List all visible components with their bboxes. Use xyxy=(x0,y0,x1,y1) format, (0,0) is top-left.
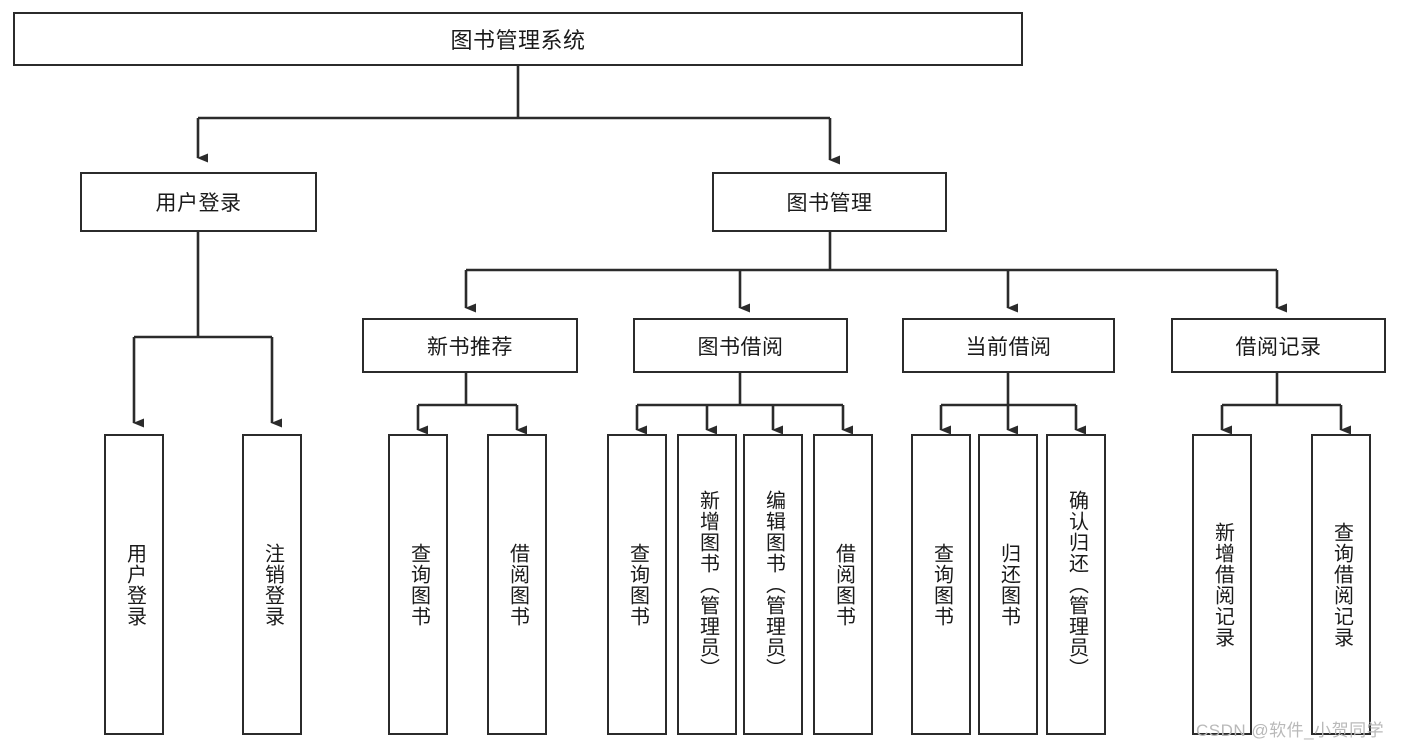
leaf-label: 确认归还（管理员） xyxy=(1065,490,1088,679)
leaf-record-query[interactable]: 查询借阅记录 xyxy=(1311,434,1371,735)
node-new-book-recommend-label: 新书推荐 xyxy=(427,335,513,359)
leaf-label: 查询图书 xyxy=(930,542,953,627)
node-book-borrow[interactable]: 图书借阅 xyxy=(633,318,848,373)
leaf-label: 借阅图书 xyxy=(506,542,529,627)
leaf-current-return-book[interactable]: 归还图书 xyxy=(978,434,1038,735)
leaf-user-login-login[interactable]: 用户登录 xyxy=(104,434,164,735)
node-book-manage-label: 图书管理 xyxy=(786,192,873,215)
leaf-user-login-logout[interactable]: 注销登录 xyxy=(242,434,302,735)
leaf-borrow-query-book[interactable]: 查询图书 xyxy=(607,434,667,735)
leaf-current-query-book[interactable]: 查询图书 xyxy=(911,434,971,735)
leaf-label: 新增图书（管理员） xyxy=(696,490,719,679)
csdn-watermark: CSDN @软件_小贺同学 xyxy=(1196,721,1385,740)
leaf-borrow-add-book[interactable]: 新增图书（管理员） xyxy=(677,434,737,735)
node-root-label: 图书管理系统 xyxy=(450,28,586,53)
node-book-borrow-label: 图书借阅 xyxy=(697,335,784,359)
node-new-book-recommend[interactable]: 新书推荐 xyxy=(362,318,578,373)
leaf-label: 编辑图书（管理员） xyxy=(762,490,785,679)
node-borrow-record-label: 借阅记录 xyxy=(1235,335,1322,359)
leaf-label: 归还图书 xyxy=(997,542,1020,627)
leaf-current-confirm-return[interactable]: 确认归还（管理员） xyxy=(1046,434,1106,735)
leaf-label: 查询图书 xyxy=(626,542,649,627)
leaf-label: 用户登录 xyxy=(123,542,146,627)
node-current-borrow-label: 当前借阅 xyxy=(965,335,1052,359)
leaf-borrow-borrow-book[interactable]: 借阅图书 xyxy=(813,434,873,735)
leaf-new-book-borrow[interactable]: 借阅图书 xyxy=(487,434,547,735)
node-current-borrow[interactable]: 当前借阅 xyxy=(902,318,1115,373)
leaf-label: 查询图书 xyxy=(407,542,430,627)
leaf-label: 查询借阅记录 xyxy=(1330,521,1353,648)
node-root[interactable]: 图书管理系统 xyxy=(13,12,1023,66)
leaf-label: 新增借阅记录 xyxy=(1211,521,1234,648)
node-book-manage[interactable]: 图书管理 xyxy=(712,172,947,232)
leaf-label: 借阅图书 xyxy=(832,542,855,627)
leaf-new-book-query[interactable]: 查询图书 xyxy=(388,434,448,735)
leaf-label: 注销登录 xyxy=(261,542,284,627)
node-borrow-record[interactable]: 借阅记录 xyxy=(1171,318,1386,373)
node-user-login[interactable]: 用户登录 xyxy=(80,172,317,232)
leaf-borrow-edit-book[interactable]: 编辑图书（管理员） xyxy=(743,434,803,735)
node-user-login-label: 用户登录 xyxy=(155,192,242,215)
leaf-record-add[interactable]: 新增借阅记录 xyxy=(1192,434,1252,735)
